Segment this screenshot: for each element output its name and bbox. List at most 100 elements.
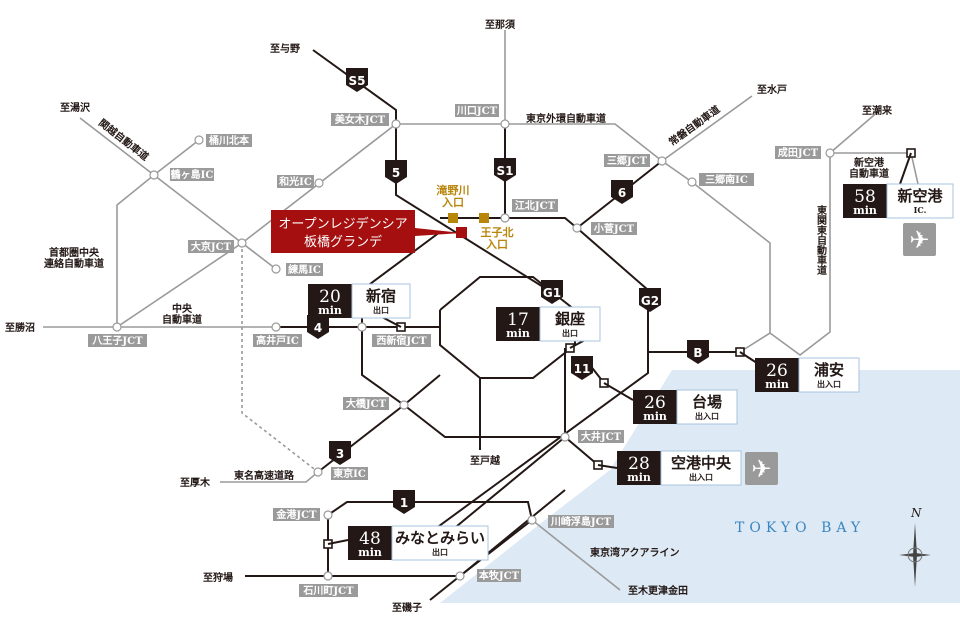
junction-label: 鶴ヶ島IC [170, 168, 214, 181]
junction-node [149, 170, 159, 180]
compass-icon: N [899, 506, 931, 587]
route-number: 4 [314, 321, 322, 335]
road-name: 東京外環自動車道 [526, 112, 606, 125]
exit-type: IC. [914, 205, 927, 215]
exit-name: 浦安 [814, 361, 844, 379]
property-name-line2: 板橋グランデ [304, 234, 382, 250]
junction-name: 小菅JCT [593, 222, 635, 235]
junction-node [314, 178, 324, 188]
junction-label: 三郷南IC [699, 173, 754, 186]
junction-name: 三郷JCT [607, 154, 648, 167]
junction-name: 西新宿JCT [376, 334, 427, 347]
route-number: 1 [400, 496, 408, 510]
airport-icon: ✈ [745, 452, 778, 485]
route-number: G2 [641, 294, 659, 308]
direction-label: 至那須 [485, 18, 516, 31]
junction-label: 小菅JCT [591, 222, 637, 235]
junction-name: 八王子JCT [91, 335, 143, 347]
junction-name: 三郷南IC [705, 173, 748, 186]
junction-label: 金港JCT [273, 508, 320, 521]
junction-node [500, 119, 510, 129]
entrance-label: 入口 [486, 238, 508, 251]
svg-text:✈: ✈ [909, 226, 929, 254]
travel-time: 48 [359, 529, 381, 549]
exit-type: 出口 [432, 547, 448, 557]
junction-label: 桶川北本 [206, 134, 252, 147]
road-name: 自動車道 [162, 313, 202, 326]
route-shield: G2 [639, 288, 661, 312]
junction-node [399, 400, 409, 410]
junction-node [687, 177, 697, 187]
route-number: 6 [618, 186, 626, 200]
exit-name: 新宿 [366, 287, 396, 305]
entrance-takinogawa[interactable]: 滝野川 入口 [437, 183, 470, 223]
route-shield: 4 [307, 315, 329, 339]
junction-label: 八王子JCT [88, 334, 147, 347]
direction-label: 至水戸 [757, 83, 787, 96]
junction-node [237, 238, 247, 248]
travel-time-unit: min [627, 471, 651, 484]
exit-type: 出口 [373, 305, 389, 315]
junction-name: 高井戸IC [256, 334, 299, 347]
route-shield: B [687, 340, 709, 364]
travel-time: 26 [766, 361, 788, 381]
junction-label: 三郷JCT [604, 154, 650, 167]
airport-icon: ✈ [903, 223, 936, 256]
route-shield: 6 [611, 180, 633, 204]
road-name: 連絡自動車道 [44, 257, 104, 270]
route-shield: 1 [393, 490, 415, 514]
junction-node [825, 148, 835, 158]
junction-node [357, 322, 367, 332]
road-name: 常磐自動車道 [666, 103, 722, 149]
compass-north-label: N [910, 506, 922, 520]
junction-node [455, 571, 465, 581]
junction-node [323, 510, 333, 520]
road-name: 東関東自動車道 [815, 204, 827, 276]
junction-label: 成田JCT [775, 146, 821, 159]
route-shield: S5 [346, 68, 368, 92]
travel-time: 28 [628, 454, 650, 474]
svg-text:✈: ✈ [751, 455, 771, 483]
direction-label: 至磯子 [392, 601, 422, 614]
route-shield: 11 [571, 356, 593, 380]
exit-name: 空港中央 [671, 454, 732, 472]
tokyo-bay-label: TOKYO BAY [735, 520, 865, 536]
junction-label: 西新宿JCT [372, 334, 431, 347]
travel-time-unit: min [318, 304, 342, 317]
junction-node [194, 135, 204, 145]
junction-node [271, 322, 281, 332]
exit-type: 出口 [562, 328, 578, 338]
route-shield: S1 [494, 158, 516, 182]
junction-node [271, 264, 281, 274]
entrance-label: 王子北 [481, 225, 514, 239]
junction-node [313, 467, 323, 477]
junction-name: 鶴ヶ島IC [171, 168, 214, 181]
outer-roads [43, 30, 919, 591]
property-marker[interactable]: オープンレジデンシア 板橋グランデ [271, 210, 467, 253]
junction-label: 川崎浮島JCT [548, 515, 614, 528]
route-shield: 3 [329, 441, 351, 465]
route-number: 5 [392, 166, 400, 180]
road-name: 首都圏中央 [49, 246, 100, 259]
junction-name: 川崎浮島JCT [550, 515, 612, 528]
exit-type: 出入口 [695, 411, 719, 421]
exit-type: 出入口 [689, 472, 713, 482]
direction-label: 至与野 [270, 42, 300, 55]
property-name-line1: オープンレジデンシア [278, 216, 407, 232]
road-name: 関越自動車道 [96, 116, 151, 163]
road-name: 新空港 [854, 156, 885, 169]
junction-node [560, 432, 570, 442]
entrance-ojikita[interactable]: 王子北 入口 [479, 213, 514, 251]
junction-label: 大井JCT [578, 430, 624, 443]
road-name: 中央 [172, 302, 193, 315]
road-name: 東名高速道路 [234, 469, 295, 482]
junction-name: 大井JCT [581, 430, 622, 443]
junction-label: 大橋JCT [343, 397, 389, 410]
